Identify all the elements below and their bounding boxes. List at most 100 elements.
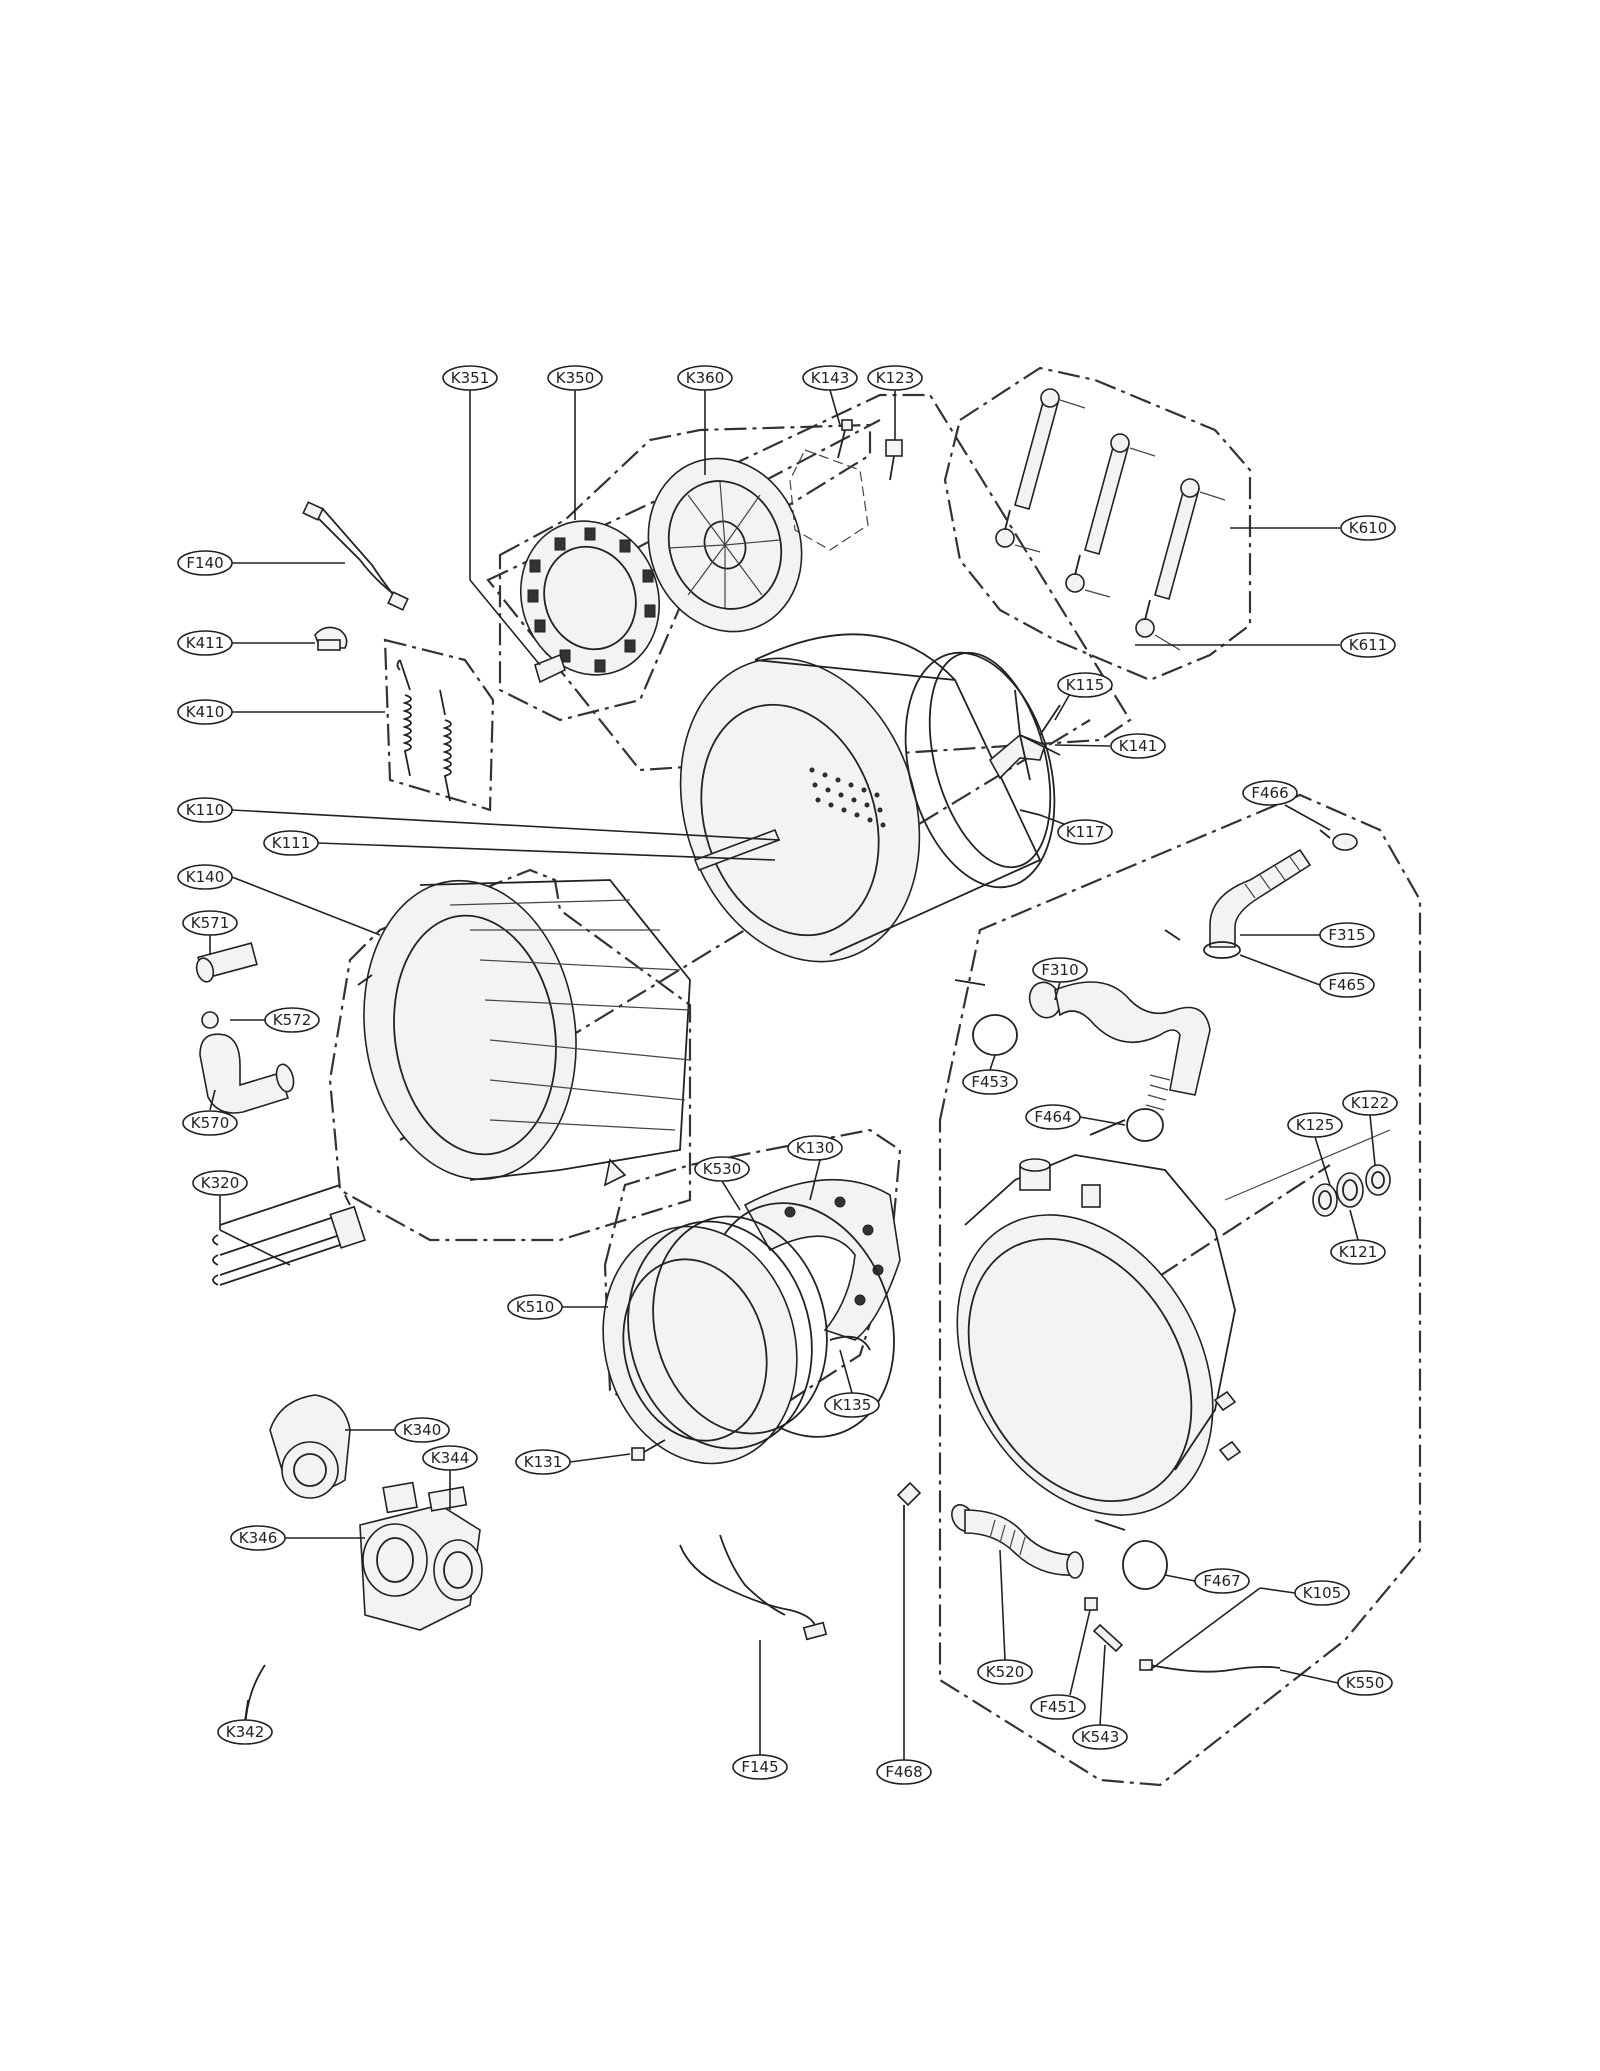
callout-label: F466	[1251, 784, 1288, 802]
f466-valve	[1319, 829, 1358, 851]
callout-label: F145	[741, 1758, 778, 1776]
callout-k140: K140	[177, 864, 233, 890]
callout-label: K115	[1066, 676, 1104, 694]
callout-label: K135	[833, 1396, 871, 1414]
tub-front-screw	[357, 974, 373, 986]
k105-tub-back	[956, 1154, 1242, 1516]
callout-k117: K117	[1057, 819, 1113, 845]
callout-k342: K342	[217, 1719, 273, 1745]
k121-k122-k125-bearings	[1312, 1164, 1391, 1217]
callout-label: K572	[273, 1011, 311, 1029]
callout-label: K550	[1346, 1674, 1384, 1692]
f464-clamp	[1089, 1108, 1164, 1142]
k571-nozzle	[195, 942, 258, 983]
callout-k141: K141	[1110, 733, 1166, 759]
callout-k550: K550	[1337, 1670, 1393, 1696]
callout-k135: K135	[824, 1392, 880, 1418]
k570-elbow-hose	[199, 1033, 295, 1114]
callout-label: K543	[1081, 1728, 1119, 1746]
k344-k346-pump-housing	[359, 1481, 483, 1631]
callout-k320: K320	[192, 1170, 248, 1196]
k410-springs	[396, 659, 452, 802]
outline-drum	[486, 393, 1132, 772]
k143-bolt	[837, 419, 853, 459]
f465-screw	[1164, 929, 1181, 941]
callout-k410: K410	[177, 699, 233, 725]
callout-k143: K143	[802, 365, 858, 391]
k141-spider	[988, 689, 1061, 781]
callout-label: K125	[1296, 1116, 1334, 1134]
callout-label: K411	[186, 634, 224, 652]
callout-label: K105	[1303, 1584, 1341, 1602]
callout-label: K350	[556, 369, 594, 387]
k135-clamp	[829, 1335, 871, 1351]
callout-f468: F468	[876, 1759, 932, 1785]
callout-f466: F466	[1242, 780, 1298, 806]
callout-k611: K611	[1340, 632, 1396, 658]
callout-label: K346	[239, 1529, 277, 1547]
k131-screw	[631, 1439, 666, 1461]
callout-label: K141	[1119, 737, 1157, 755]
k117-screw	[1019, 809, 1041, 816]
callouts: K351 K350 K360 K143 K123 F140 K411 K410 …	[177, 365, 1398, 1785]
callout-k131: K131	[515, 1449, 571, 1475]
callout-k344: K344	[422, 1445, 478, 1471]
f310-hose	[1028, 981, 1211, 1111]
callout-label: K610	[1349, 519, 1387, 537]
callout-label: K351	[451, 369, 489, 387]
callout-k350: K350	[547, 365, 603, 391]
f453-clamp	[954, 979, 1018, 1056]
k350-stator	[519, 520, 661, 676]
callout-label: K520	[986, 1663, 1024, 1681]
callout-k571: K571	[182, 910, 238, 936]
parts	[195, 388, 1391, 1736]
k115-shaft	[1039, 704, 1061, 736]
hub-hex	[789, 449, 869, 551]
callout-k530: K530	[694, 1156, 750, 1182]
callout-label: K530	[703, 1160, 741, 1178]
callout-label: K117	[1066, 823, 1104, 841]
callout-label: F468	[885, 1763, 922, 1781]
callout-f310: F310	[1032, 957, 1088, 983]
callout-k105: K105	[1294, 1580, 1350, 1606]
callout-label: K140	[186, 868, 224, 886]
callout-label: F140	[186, 554, 223, 572]
callout-label: F464	[1034, 1108, 1071, 1126]
f468-clip	[896, 1481, 922, 1520]
callout-f451: F451	[1030, 1694, 1086, 1720]
callout-f315: F315	[1319, 922, 1375, 948]
callout-k570: K570	[182, 1110, 238, 1136]
outline-dampers	[943, 366, 1252, 682]
callout-label: K360	[686, 369, 724, 387]
callout-label: K121	[1339, 1243, 1377, 1261]
callout-f453: F453	[962, 1069, 1018, 1095]
k411-clip	[314, 626, 348, 651]
callout-k111: K111	[263, 830, 319, 856]
callout-k130: K130	[787, 1135, 843, 1161]
callout-label: K111	[272, 834, 310, 852]
callout-f465: F465	[1319, 972, 1375, 998]
callout-label: K110	[186, 801, 224, 819]
callout-label: K344	[431, 1449, 469, 1467]
k520-drain-hose	[951, 1504, 1084, 1579]
k123-bolt	[885, 439, 903, 481]
group-outlines	[328, 366, 1422, 1787]
k550-harness	[1139, 1659, 1281, 1673]
callout-k340: K340	[394, 1417, 450, 1443]
callout-f467: F467	[1194, 1568, 1250, 1594]
k543-sensor	[1092, 1623, 1124, 1653]
callout-label: F467	[1203, 1572, 1240, 1590]
callout-label: F315	[1328, 926, 1365, 944]
f145-wire-harness	[679, 1534, 828, 1641]
callout-k122: K122	[1342, 1090, 1398, 1116]
callout-label: K510	[516, 1298, 554, 1316]
callout-label: F451	[1039, 1698, 1076, 1716]
callout-k346: K346	[230, 1525, 286, 1551]
f315-hose	[1209, 848, 1312, 948]
callout-k115: K115	[1057, 672, 1113, 698]
f465-clamp	[1203, 941, 1241, 959]
k572-clamp	[201, 1011, 219, 1029]
callout-k360: K360	[677, 365, 733, 391]
callout-k121: K121	[1330, 1239, 1386, 1265]
